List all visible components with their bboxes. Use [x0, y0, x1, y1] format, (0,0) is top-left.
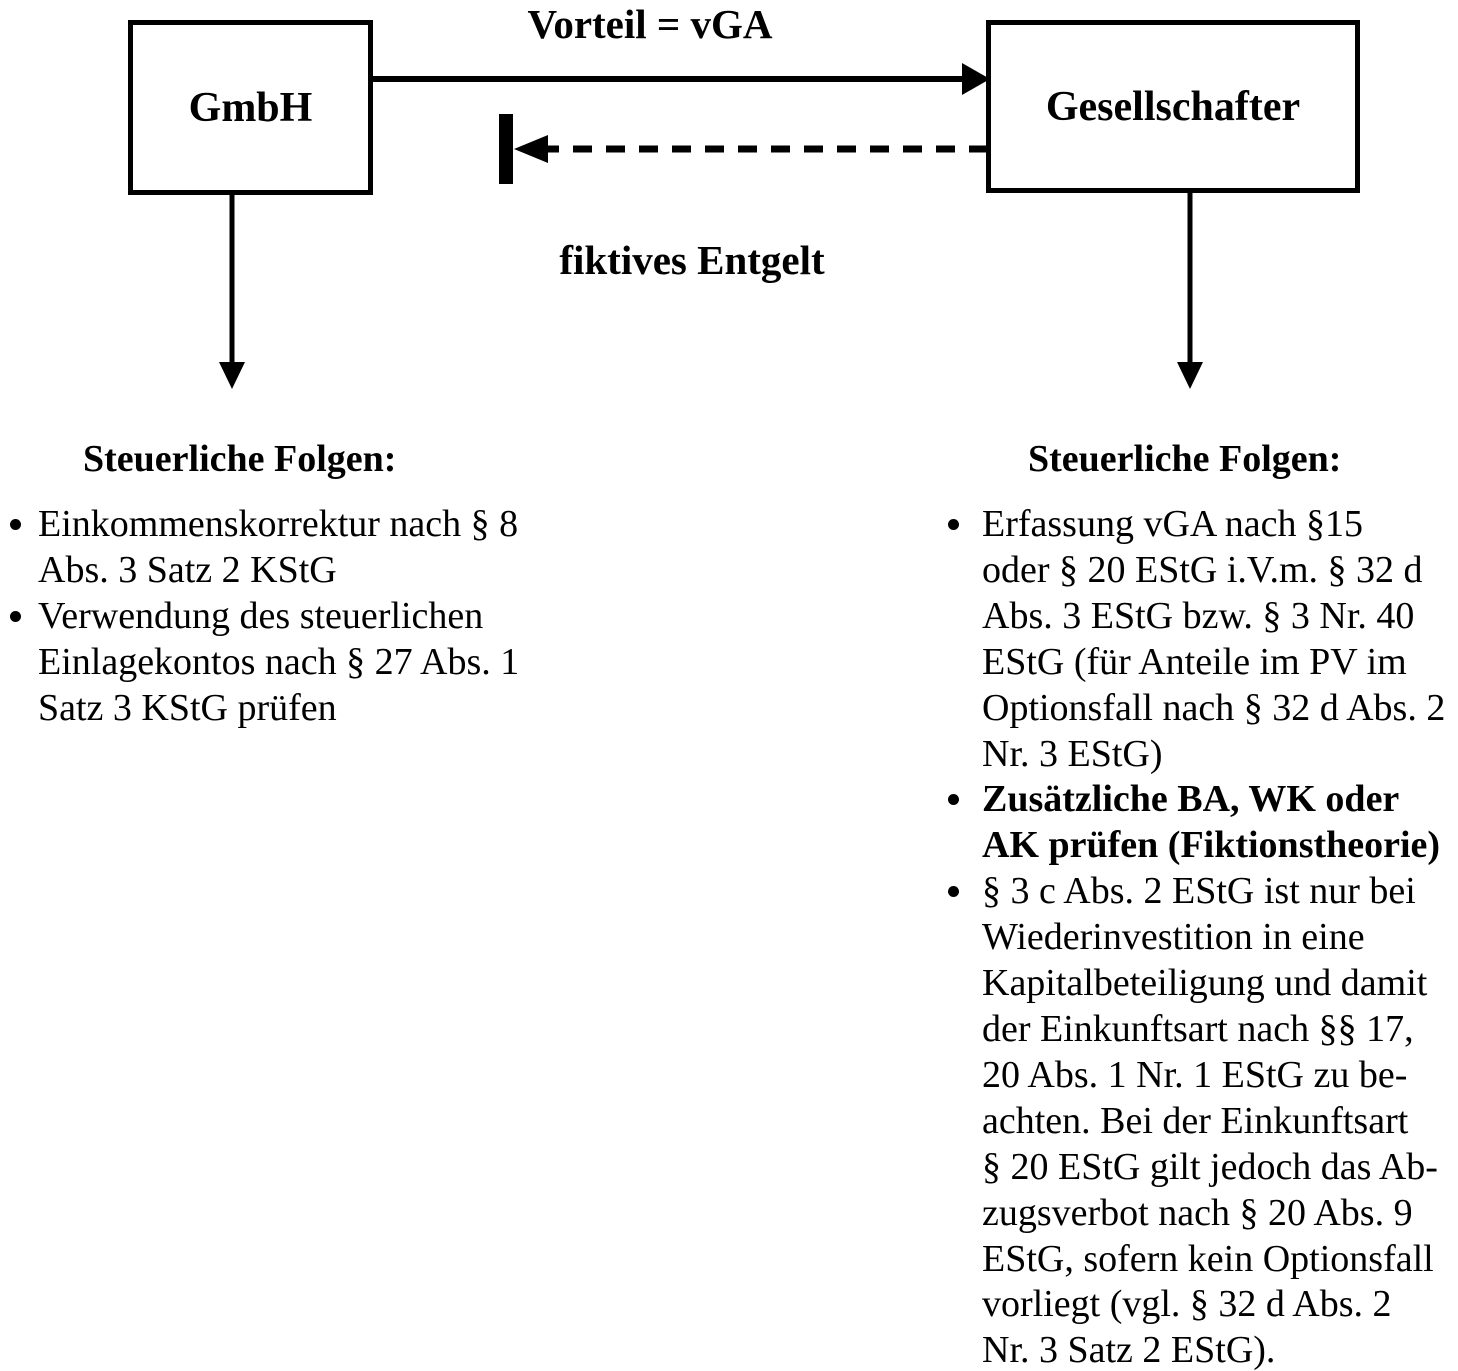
stop-bar [499, 114, 513, 184]
list-item: Verwendung des steuerlichen Einlagekonto… [0, 594, 620, 732]
bullet-dot-icon [948, 519, 959, 530]
right-consequence-list: Erfassung vGA nach §15 oder § 20 EStG i.… [938, 502, 1458, 1371]
list-item-text: Verwendung des steuerlichen Einlagekonto… [38, 594, 520, 729]
left-panel-heading: Steuerliche Folgen: [83, 438, 397, 480]
list-item: Zusätzliche BA, WK oder AK prüfen (Fikti… [938, 777, 1458, 869]
gmbh-box: GmbH [128, 20, 373, 195]
list-item-text: § 3 c Abs. 2 EStG ist nur bei Wiederinve… [982, 870, 1438, 1371]
gesellschafter-box: Gesellschafter [986, 20, 1360, 193]
list-item-text: Erfassung vGA nach §15 oder § 20 EStG i.… [982, 503, 1446, 775]
list-item-text: Zusätzliche BA, WK oder AK prüfen (Fikti… [982, 778, 1441, 867]
bullet-dot-icon [10, 610, 21, 622]
gesellschafter-consequences-arrow [1177, 193, 1203, 389]
fiktives-entgelt-label: fiktives Entgelt [559, 237, 825, 283]
vorteil-vga-arrow [373, 63, 990, 95]
list-item: Erfassung vGA nach §15 oder § 20 EStG i.… [938, 502, 1458, 777]
gmbh-box-label: GmbH [188, 84, 313, 131]
gmbh-consequences-arrow [219, 195, 245, 389]
gesellschafter-box-label: Gesellschafter [1045, 83, 1301, 130]
list-item-text: Einkommenskorrektur nach § 8 Abs. 3 Satz… [38, 503, 519, 591]
left-consequence-list: Einkommenskorrektur nach § 8 Abs. 3 Satz… [0, 502, 620, 732]
bullet-dot-icon [10, 519, 21, 530]
fiktives-entgelt-dashed-arrow [499, 114, 988, 184]
vorteil-vga-label: Vorteil = vGA [527, 1, 773, 47]
bullet-dot-icon [948, 794, 959, 806]
bullet-dot-icon [948, 886, 959, 898]
list-item: § 3 c Abs. 2 EStG ist nur bei Wiederinve… [938, 869, 1458, 1371]
list-item: Einkommenskorrektur nach § 8 Abs. 3 Satz… [0, 502, 620, 594]
right-panel-heading: Steuerliche Folgen: [1028, 438, 1342, 480]
